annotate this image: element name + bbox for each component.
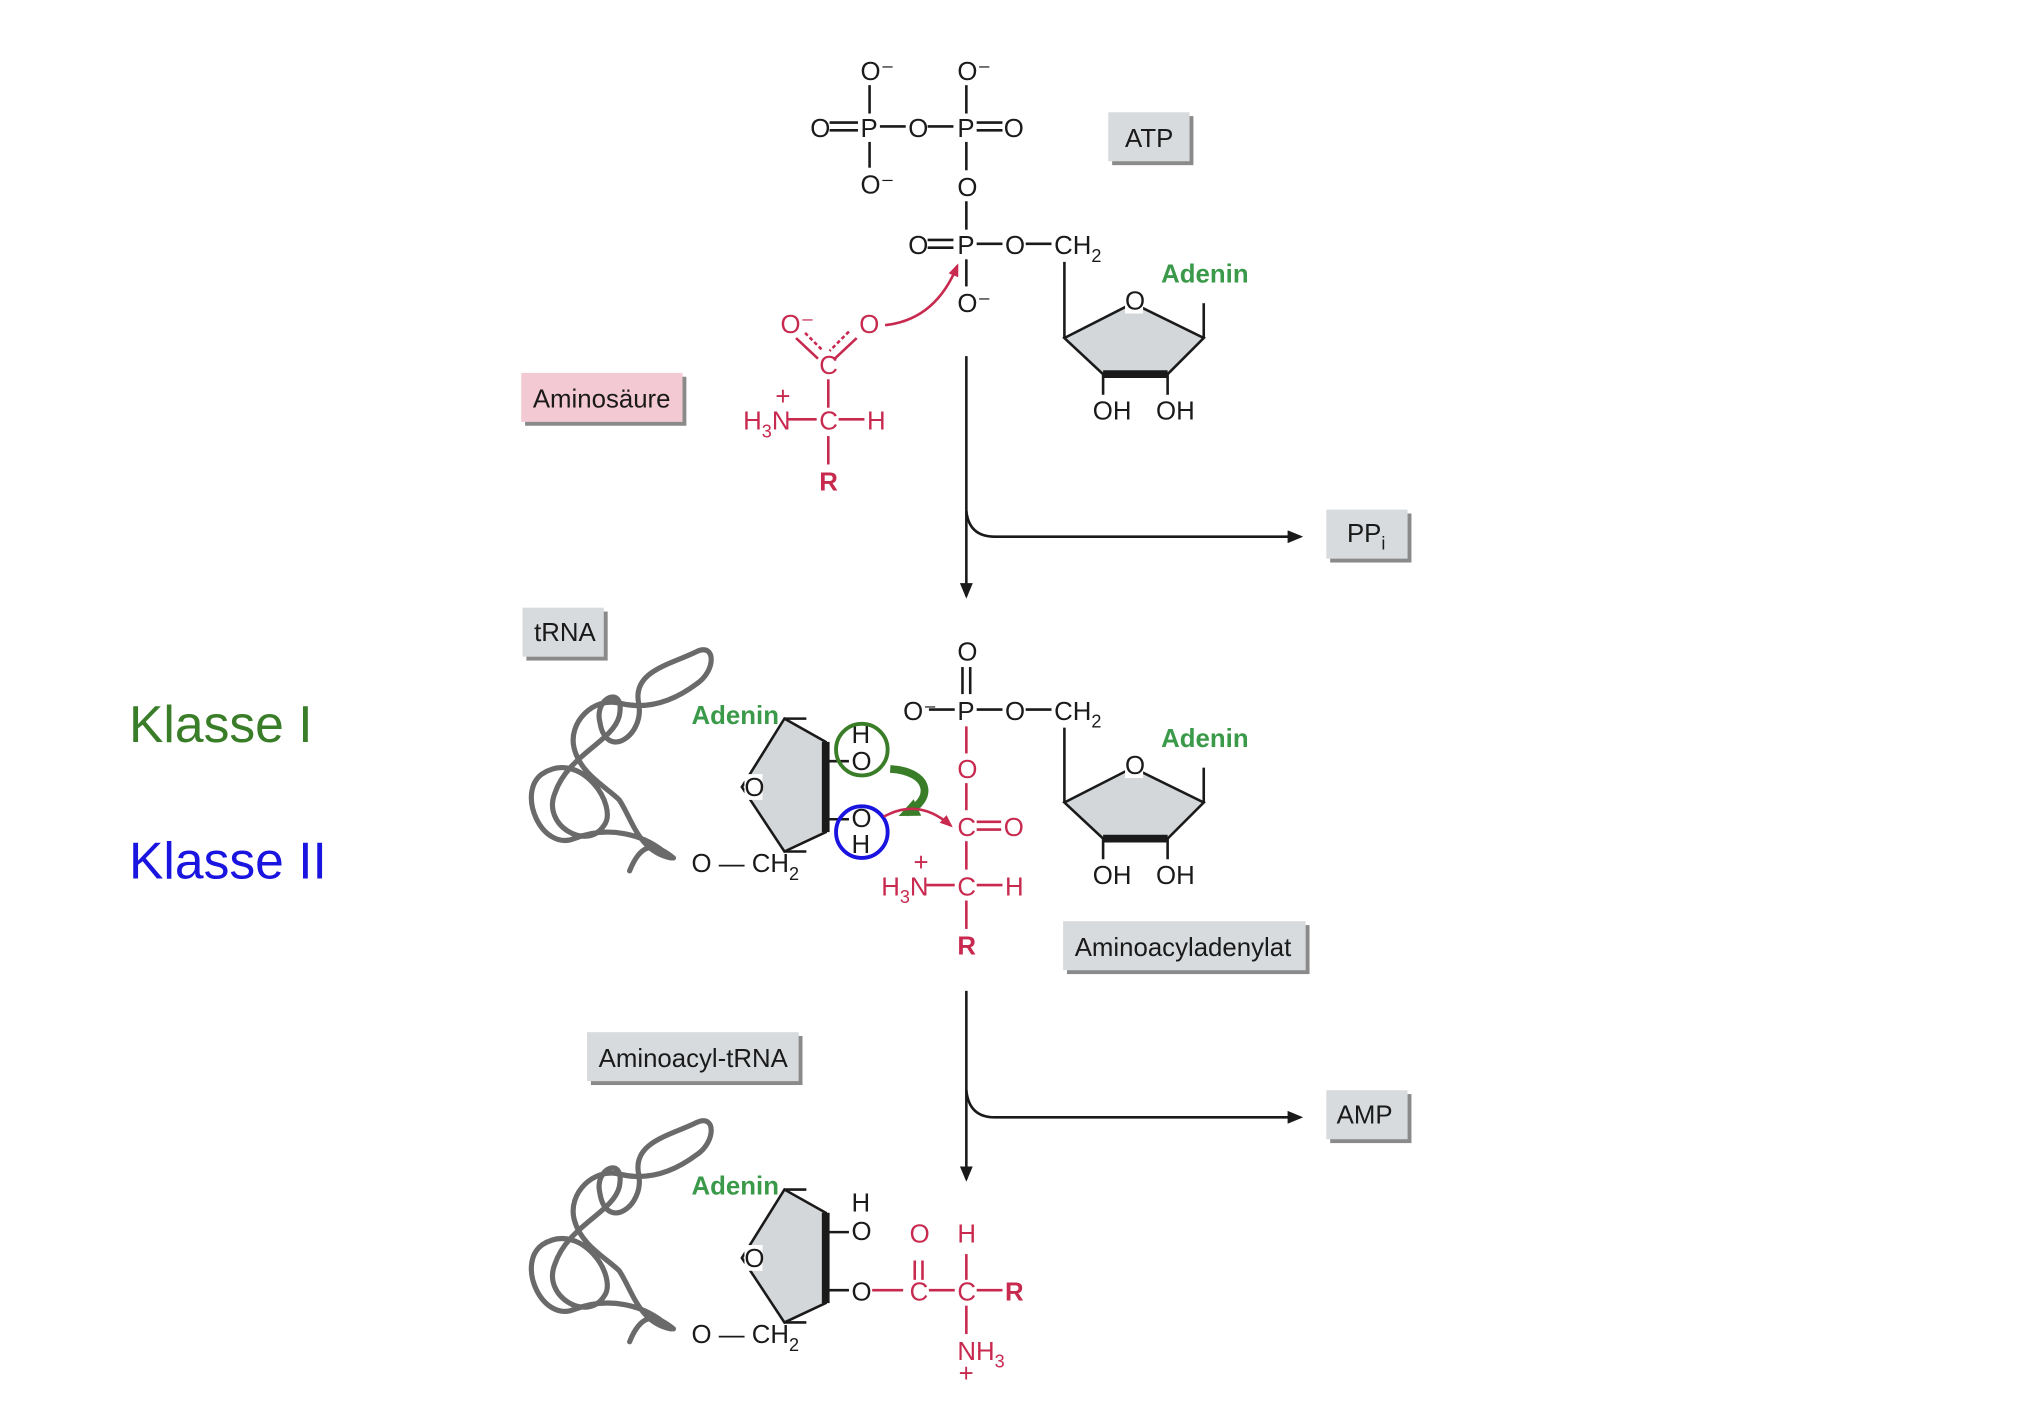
aminoacyladenylat-label-box: Aminoacyladenylat bbox=[1063, 921, 1310, 975]
atom-r: R bbox=[957, 933, 976, 961]
atom-o: O bbox=[852, 1218, 872, 1246]
atom-h: H bbox=[852, 831, 871, 859]
atom-c: C bbox=[819, 352, 838, 380]
atom-o: O bbox=[1125, 752, 1145, 780]
atp-label-box: ATP bbox=[1108, 112, 1194, 166]
atom-o: O bbox=[1005, 232, 1025, 260]
atom-o: O bbox=[910, 1220, 930, 1248]
adenin-label: Adenin bbox=[1161, 725, 1248, 753]
aminosaeure-label: Aminosäure bbox=[533, 386, 671, 414]
atom-o: O bbox=[744, 774, 764, 802]
atom-o-minus: O⁻ bbox=[903, 698, 937, 726]
atom-o: O bbox=[1004, 115, 1024, 143]
atom-c: C bbox=[957, 814, 976, 842]
atom-o: O bbox=[852, 805, 872, 833]
atom-o: O bbox=[908, 232, 928, 260]
atom-o: O bbox=[852, 1279, 872, 1307]
atom-r: R bbox=[819, 468, 838, 496]
oh-group: OH bbox=[1156, 862, 1195, 890]
amine-nh3-plus: H3N bbox=[881, 873, 928, 907]
amine-nh3-plus: H3N bbox=[743, 408, 790, 442]
trna-strand bbox=[528, 647, 714, 874]
atom-h: H bbox=[867, 408, 886, 436]
adenin-label: Adenin bbox=[1161, 261, 1248, 289]
atom-o: O bbox=[957, 756, 977, 784]
trna-ribose-bottom: O Adenin O — CH2 H O O bbox=[692, 1173, 872, 1355]
atp-molecule: O⁻ O P O⁻ O O⁻ P O O O P O CH2 O⁻ bbox=[810, 58, 1101, 318]
ppi-label: PPi bbox=[1347, 520, 1385, 554]
aminosaeure-label-box: Aminosäure bbox=[521, 372, 687, 426]
atom-p: P bbox=[957, 115, 974, 143]
klasse-i-label: Klasse I bbox=[129, 695, 313, 753]
atom-h: H bbox=[957, 1220, 976, 1248]
reaction-arrow-1 bbox=[959, 356, 1304, 599]
atom-o: O bbox=[957, 639, 977, 667]
adenin-label: Adenin bbox=[692, 1173, 779, 1201]
atom-o: O bbox=[859, 311, 879, 339]
klasse-i-2oh-circle bbox=[834, 721, 890, 778]
o-ch2-group: O — CH2 bbox=[692, 850, 800, 884]
atom-o: O bbox=[1005, 698, 1025, 726]
atom-h: H bbox=[852, 721, 871, 749]
atom-c: C bbox=[957, 873, 976, 901]
trna-label-box: tRNA bbox=[522, 607, 608, 661]
aminoacyl-trna-label-box: Aminoacyl-tRNA bbox=[587, 1032, 803, 1086]
atom-o-minus: O⁻ bbox=[861, 58, 895, 86]
adenin-label: Adenin bbox=[692, 702, 779, 730]
atom-o: O bbox=[1125, 288, 1145, 316]
ribose-ring-atp: O Adenin OH OH bbox=[1062, 261, 1249, 425]
ch2-group: CH2 bbox=[1054, 232, 1101, 266]
atom-o: O bbox=[810, 115, 830, 143]
atom-o-minus: O⁻ bbox=[781, 311, 815, 339]
atom-p: P bbox=[957, 698, 974, 726]
atom-p: P bbox=[957, 232, 974, 260]
oh-group: OH bbox=[1156, 397, 1195, 425]
atom-o: O bbox=[852, 748, 872, 776]
klasse-ii-3oh-circle bbox=[834, 804, 890, 860]
aminoacyl-ester-group: C O C H R NH3 + bbox=[872, 1220, 1024, 1388]
oh-group: OH bbox=[1093, 397, 1132, 425]
aminoacyladenylat-molecule: O O⁻ P O CH2 O C O H3N + C H R bbox=[881, 639, 1101, 961]
aminoacyladenylat-label: Aminoacyladenylat bbox=[1075, 934, 1292, 962]
amp-label: AMP bbox=[1337, 1102, 1393, 1130]
atom-r: R bbox=[1005, 1279, 1024, 1307]
amp-label-box: AMP bbox=[1326, 1090, 1412, 1144]
ribose-ring-adenylat: O Adenin OH OH bbox=[1062, 725, 1249, 890]
klasse-ii-label: Klasse II bbox=[129, 832, 327, 890]
atom-p: P bbox=[861, 115, 878, 143]
atom-h: H bbox=[1005, 873, 1024, 901]
plus-charge: + bbox=[959, 1360, 974, 1388]
atom-o-minus: O⁻ bbox=[957, 58, 991, 86]
atom-o: O bbox=[908, 115, 928, 143]
trna-label: tRNA bbox=[534, 619, 596, 647]
plus-charge: + bbox=[913, 849, 928, 877]
atom-h: H bbox=[852, 1189, 871, 1217]
atom-c: C bbox=[957, 1279, 976, 1307]
atom-o: O bbox=[1004, 814, 1024, 842]
atom-c: C bbox=[910, 1279, 929, 1307]
atom-c: C bbox=[819, 408, 838, 436]
ch2-group: CH2 bbox=[1054, 698, 1101, 732]
ppi-label-box: PPi bbox=[1326, 509, 1412, 563]
trna-strand-bottom bbox=[528, 1118, 714, 1345]
atp-label: ATP bbox=[1125, 125, 1173, 153]
amino-acid-molecule: O⁻ O C H3N + C H R bbox=[743, 263, 959, 496]
plus-charge: + bbox=[775, 383, 790, 411]
aminoacyl-trna-label: Aminoacyl-tRNA bbox=[599, 1045, 789, 1073]
atom-o: O bbox=[744, 1245, 764, 1273]
atom-o-minus: O⁻ bbox=[861, 172, 895, 200]
oh-group: OH bbox=[1093, 862, 1132, 890]
trna-ribose-middle: O Adenin O — CH2 H O O H bbox=[692, 702, 953, 884]
o-ch2-group: O — CH2 bbox=[692, 1321, 800, 1355]
amine-nh3-plus: NH3 bbox=[957, 1338, 1004, 1372]
atom-o-minus: O⁻ bbox=[957, 290, 991, 318]
atom-o: O bbox=[957, 174, 977, 202]
reaction-arrow-2 bbox=[959, 990, 1304, 1182]
